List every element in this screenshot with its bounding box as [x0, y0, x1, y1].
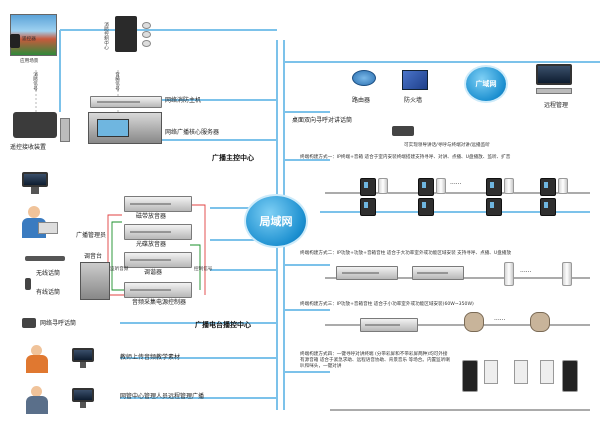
mode4-text: 终端构建方式四：一键寻呼对讲终端 (分带彩屏和不带彩屏两种)均可外接有源音箱 适…: [300, 352, 450, 370]
router-icon: [352, 70, 376, 86]
tuner-device: [124, 252, 192, 268]
ip-terminal-7: [486, 198, 502, 216]
firewall-label: 防火墙: [404, 97, 423, 104]
network-paging-mic-icon: [22, 318, 36, 328]
admin-person: [22, 386, 52, 414]
core-server-label: 网络广播核心服务器: [165, 129, 220, 136]
wired-mic-icon: [25, 278, 31, 290]
internet-cloud: 广域网: [466, 67, 506, 101]
audio-capture-device: [124, 282, 192, 298]
internet-label: 广域网: [475, 80, 497, 88]
column-speaker-2: [562, 262, 572, 286]
admin-pc-icon: [72, 388, 94, 408]
fire-center-label: 消防控制中心: [103, 22, 109, 50]
desk-paging-mic-icon: [392, 126, 414, 136]
desk-paging-label: 桌面双向寻呼对讲话筒: [292, 117, 353, 124]
amp-device: [412, 266, 464, 280]
fire-button-icons: [142, 22, 152, 47]
monitor-icon: [22, 172, 48, 194]
mode2-text: 终端构建方式二：IP功放+功放+音箱音柱 适合于大功率室外或功能区域安装 支持寻…: [300, 251, 512, 256]
remote-control-label: 遥控器: [22, 37, 36, 42]
ip-terminal-8: [540, 198, 556, 216]
speaker-2: [436, 178, 446, 194]
network-paging-label: 网络寻呼话筒: [40, 320, 77, 327]
ip-terminal-2: [418, 178, 434, 196]
line-label-fire-signal: 消防信号: [32, 72, 38, 91]
ip-terminal-4: [540, 178, 556, 196]
tape-player-device: [124, 196, 192, 212]
firewall-icon: [402, 70, 428, 90]
receiver-box-icon: [60, 118, 70, 142]
line-label-audio-signal: 音频信号: [114, 72, 120, 91]
sos-terminal-1: [484, 360, 498, 384]
monitor-out-label: 监听音频: [110, 267, 129, 272]
ip-terminal-3: [486, 178, 502, 196]
sub-center-title: 广播电台播控中心: [195, 321, 251, 329]
remote-mgmt-label: 远程管理: [544, 102, 569, 109]
ip-terminal-6: [418, 198, 434, 216]
cd-player-device: [124, 224, 192, 240]
broadcaster-person: [16, 206, 58, 242]
control-out-label: 控制信号: [194, 267, 213, 272]
main-center-title: 广播主控中心: [212, 154, 254, 162]
wireless-mic-icon: [25, 256, 65, 261]
cd-player-label: 光碟放音器: [136, 241, 167, 248]
active-speaker-2: [562, 360, 578, 392]
tuner-label: 调谐器: [144, 269, 163, 276]
garden-speaker-2: [530, 312, 550, 332]
bidir-note: 可实现领导讲话/寻呼与终端对讲/远播监听: [404, 143, 490, 148]
remote-control-icon: [10, 34, 20, 48]
ip-terminal-5: [360, 198, 376, 216]
tape-player-label: 磁带放音器: [136, 213, 167, 220]
remote-receiver-icon: [13, 112, 57, 138]
mode1-text: 终端构建方式一：IP终端+音箱 适合于室内安装终端搭建支持寻呼、对讲、点播、U盘…: [300, 155, 511, 160]
dots-1: ······: [450, 181, 462, 188]
mixer-device: [80, 262, 110, 300]
fire-host-device: [90, 96, 162, 108]
fire-host-label: 网络消防主机: [165, 97, 202, 104]
speaker-3: [504, 178, 514, 194]
fire-control-panel-icon: [115, 16, 137, 52]
laptop-icon: [536, 64, 572, 94]
active-speaker-1: [462, 360, 478, 392]
speaker-4: [558, 178, 568, 194]
audio-capture-label: 音频采集电源控制器: [132, 299, 187, 306]
speaker-1: [378, 178, 388, 194]
teacher-label: 教师上传音频教学素材: [120, 354, 181, 361]
ip-amp-device: [336, 266, 398, 280]
core-server-device: [88, 112, 162, 144]
ip-amp-device-2: [360, 318, 418, 332]
admin-label: 网管中心管理人员远程管理广播: [120, 393, 205, 400]
dots-2: ······: [520, 269, 532, 276]
wireless-mic-label: 无线话筒: [36, 270, 61, 277]
mode3-text: 终端构建方式三：IP功放+音箱音柱 适合于小功率室外或功能区域安装(60W~35…: [300, 302, 474, 307]
sos-terminal-2: [514, 360, 528, 384]
lan-cloud: 局域网: [246, 196, 306, 246]
app-scene-label: 应用场景: [20, 59, 39, 64]
column-speaker-1: [504, 262, 514, 286]
lan-label: 局域网: [259, 215, 293, 228]
router-label: 路由器: [352, 97, 371, 104]
sos-terminal-3: [540, 360, 554, 384]
garden-speaker-1: [464, 312, 484, 332]
broadcaster-label: 广播管理员: [76, 232, 107, 239]
dots-3: ······: [494, 317, 506, 324]
teacher-person: [22, 345, 52, 373]
mixer-label: 调音台: [84, 253, 103, 260]
ip-terminal-1: [360, 178, 376, 196]
remote-receiver-label: 遥控接收装置: [10, 144, 47, 151]
wired-mic-label: 有线话筒: [36, 289, 61, 296]
teacher-pc-icon: [72, 348, 94, 368]
